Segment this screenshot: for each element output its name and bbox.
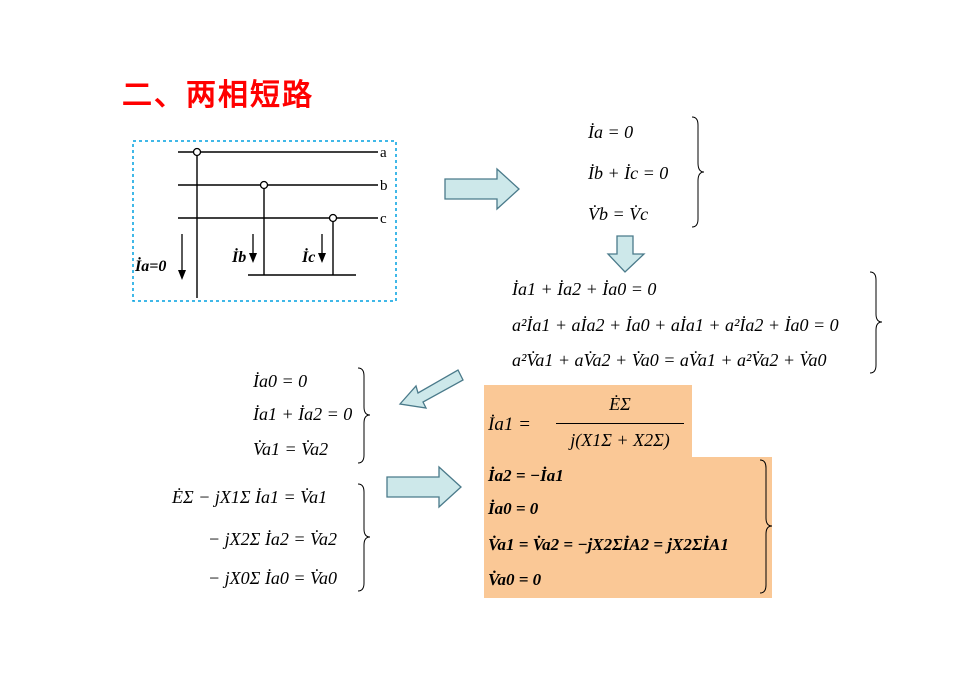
boundary-eq-2: İb + İc = 0 — [588, 163, 669, 183]
node-c — [328, 213, 338, 223]
ia1-numerator: ĖΣ — [609, 394, 631, 414]
sequence-eq-2: a²İa1 + aİa2 + İa0 + aİa1 + a²İa2 + İa0 … — [512, 315, 839, 335]
arrow-right-top-icon — [444, 167, 520, 211]
ic-label: İc — [301, 247, 315, 266]
sequence-eq-3: a²V̇a1 + aV̇a2 + V̇a0 = aV̇a1 + a²V̇a2 +… — [512, 350, 827, 370]
seq-cond-3: V̇a1 = V̇a2 — [253, 439, 329, 459]
result-3: V̇a1 = V̇a2 = −jX2ΣİA2 = jX2ΣİA1 — [488, 535, 729, 554]
result-1: İa2 = −İa1 — [488, 466, 564, 485]
node-a — [192, 147, 202, 157]
network-brace-icon — [357, 483, 371, 592]
phase-b-label: b — [380, 178, 388, 194]
boundary-eq-1: İa = 0 — [588, 122, 634, 142]
results-box: İa2 = −İa1 İa0 = 0 V̇a1 = V̇a2 = −jX2ΣİA… — [484, 457, 772, 598]
ia-label: İa=0 — [134, 256, 166, 275]
sequence-eq-1: İa1 + İa2 + İa0 = 0 — [512, 279, 657, 299]
ia1-denominator: j(X1Σ + X2Σ) — [570, 430, 670, 450]
phase-a-label: a — [380, 145, 387, 161]
boundary-brace-icon — [691, 116, 705, 228]
result-2: İa0 = 0 — [488, 499, 539, 518]
diagram-border — [132, 140, 397, 302]
network-eq-3: − jX0Σ İa0 = V̇a0 — [208, 568, 337, 588]
boundary-eq-3: V̇b = V̇c — [588, 204, 649, 224]
sequence-brace-icon — [869, 271, 883, 374]
short-circuit-diagram: a b c İa=0 İb İc — [132, 140, 397, 302]
network-eq-1: ĖΣ − jX1Σ İa1 = V̇a1 — [172, 487, 328, 507]
node-b — [259, 180, 269, 190]
arrow-down-icon — [606, 235, 646, 273]
seq-cond-brace-icon — [357, 367, 371, 464]
network-eq-2: − jX2Σ İa2 = V̇a2 — [208, 529, 337, 549]
fraction-bar — [556, 423, 684, 424]
arrow-right-bottom-icon — [386, 465, 462, 509]
seq-cond-2: İa1 + İa2 = 0 — [253, 404, 353, 424]
ia1-formula-box: İa1 = ĖΣ j(X1Σ + X2Σ) — [484, 385, 692, 457]
results-brace-icon — [759, 459, 773, 594]
ia1-lhs: İa1 = — [488, 414, 531, 435]
arrow-down-left-icon — [398, 369, 464, 409]
ib-label: İb — [231, 247, 246, 266]
result-4: V̇a0 = 0 — [488, 570, 542, 589]
page-title: 二、两相短路 — [122, 78, 314, 113]
phase-c-label: c — [380, 211, 387, 227]
seq-cond-1: İa0 = 0 — [253, 371, 308, 391]
